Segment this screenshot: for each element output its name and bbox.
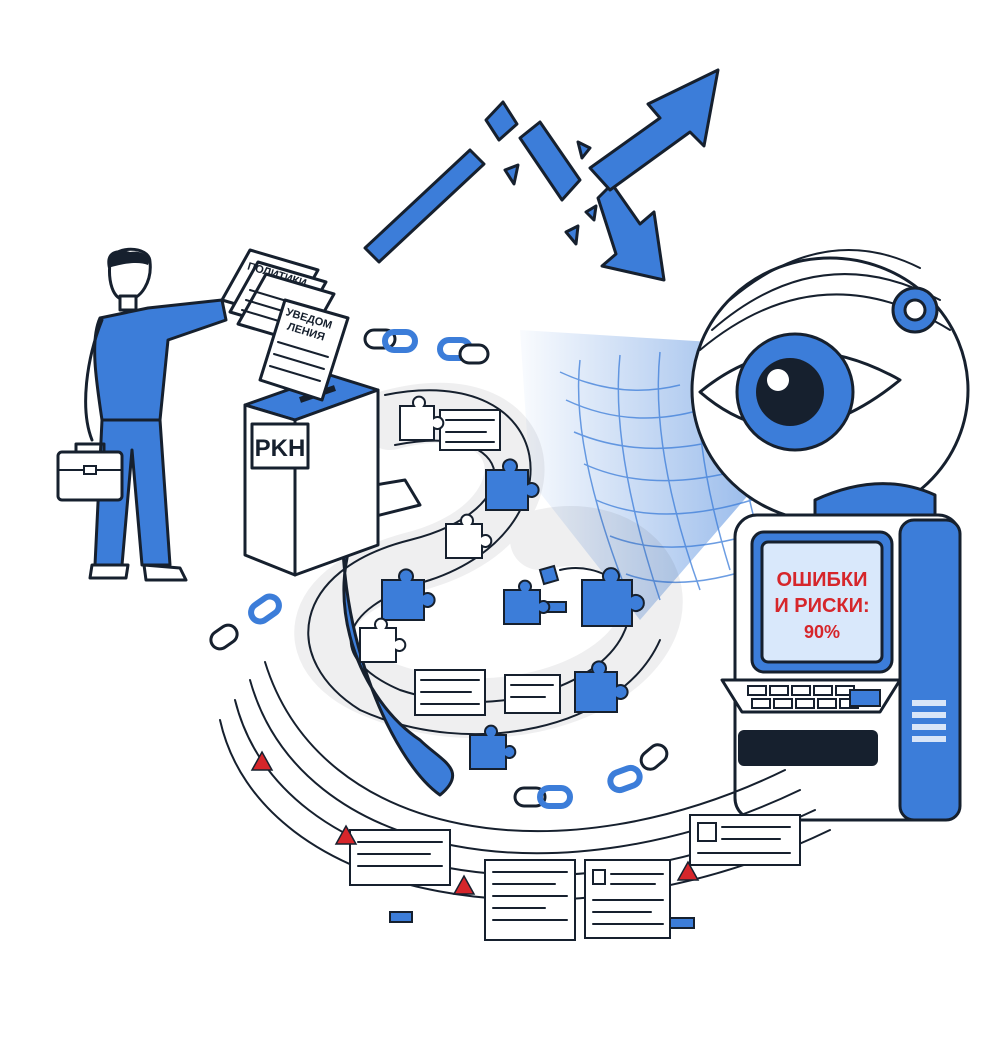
terminal-screen-line2: И РИСКИ: <box>774 595 869 617</box>
ballot-box-label: PKH <box>255 435 306 462</box>
terminal-screen <box>760 540 884 664</box>
businessman <box>84 247 228 582</box>
ballot-box: PKH <box>243 373 380 577</box>
broken-arrow-icon <box>363 68 720 282</box>
puzzle-outline-icon <box>359 395 493 663</box>
chain-link-icon <box>209 328 669 809</box>
keypad <box>747 685 859 709</box>
puzzle-piece-icon <box>381 458 645 770</box>
warning-triangle-icon <box>250 750 700 895</box>
terminal: ОШИБКИ И РИСКИ: 90% <box>720 513 962 822</box>
robot-eye-icon <box>690 249 970 527</box>
terminal-screen-line1: ОШИБКИ <box>777 569 868 591</box>
notifications-document: УВЕДОМ ЛЕНИЯ <box>258 298 350 402</box>
document-cards <box>349 409 801 941</box>
briefcase-icon <box>56 442 124 502</box>
terminal-screen-line3: 90% <box>804 622 840 642</box>
